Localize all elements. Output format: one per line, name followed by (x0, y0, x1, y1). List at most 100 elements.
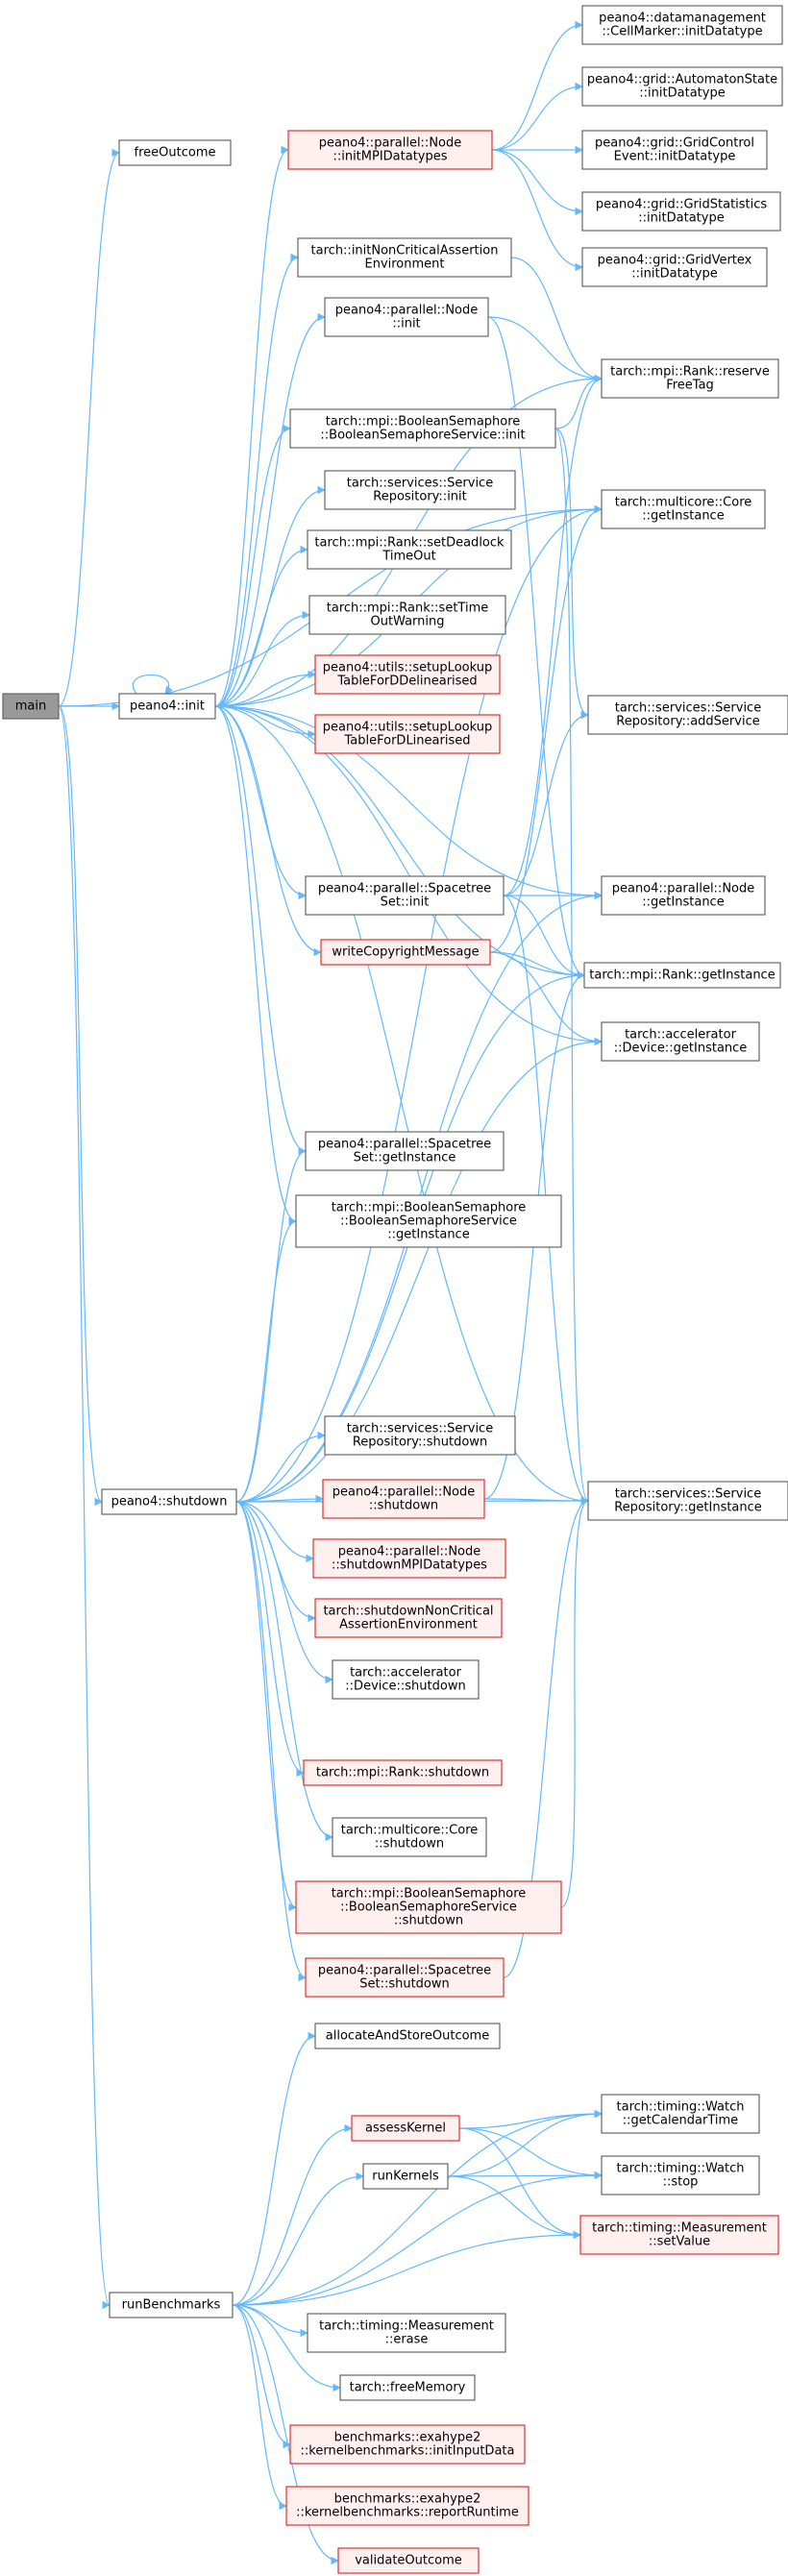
node-grid-statistics-init-datatype[interactable]: peano4::grid::GridStatistics::initDataty… (581, 191, 781, 232)
node-peano4-init[interactable]: peano4::init (118, 693, 216, 720)
node-node-get-instance[interactable]: peano4::parallel::Node::getInstance (601, 875, 766, 916)
call-edge-run-benchmarks-to-init-input-data (232, 2304, 291, 2449)
node-bool-sem-shutdown[interactable]: tarch::mpi::BooleanSemaphore::BooleanSem… (295, 1880, 562, 1934)
node-label-line: tarch::services::Service (347, 1422, 493, 1436)
node-box (601, 2094, 760, 2134)
node-bool-sem-init[interactable]: tarch::mpi::BooleanSemaphore::BooleanSem… (289, 408, 556, 449)
call-edge-run-benchmarks-to-free-memory (232, 2304, 341, 2392)
node-write-copyright-message[interactable]: writeCopyrightMessage (320, 939, 491, 966)
node-init-input-data[interactable]: benchmarks::exahype2::kernelbenchmarks::… (289, 2424, 526, 2465)
node-label-line: ::getCalendarTime (623, 2114, 738, 2128)
node-box (581, 130, 768, 170)
call-edge-bool-sem-shutdown-to-service-repo-get-instance (560, 1496, 589, 1908)
node-label-line: freeOutcome (135, 146, 216, 160)
node-measurement-set-value[interactable]: tarch::timing::Measurement::setValue (579, 2215, 779, 2255)
node-label-line: ::initMPIDatatypes (332, 150, 447, 164)
node-core-get-instance[interactable]: tarch::multicore::Core::getInstance (601, 489, 766, 529)
node-grid-control-event-init-datatype[interactable]: peano4::grid::GridControlEvent::initData… (581, 130, 768, 170)
node-box (581, 247, 768, 287)
node-service-repo-get-instance[interactable]: tarch::services::ServiceRepository::getI… (587, 1481, 788, 1521)
node-box (305, 1131, 505, 1171)
node-label-line: tarch::timing::Watch (617, 2100, 745, 2115)
call-edge-peano4-init-to-write-copyright-message (214, 705, 322, 957)
node-watch-get-calendar-time[interactable]: tarch::timing::Watch::getCalendarTime (601, 2094, 760, 2134)
call-edge-run-benchmarks-to-measurement-set-value (232, 2230, 581, 2306)
node-node-shutdown-mpidatatypes[interactable]: peano4::parallel::Node::shutdownMPIDatat… (312, 1538, 506, 1579)
node-device-get-instance[interactable]: tarch::accelerator::Device::getInstance (601, 1021, 760, 1062)
node-label-line: tarch::mpi::Rank::reserve (610, 365, 770, 380)
node-setup-lookup-table-linearised[interactable]: peano4::utils::setupLookupTableForDLinea… (314, 714, 501, 754)
node-assess-kernel[interactable]: assessKernel (351, 2115, 460, 2142)
node-shutdown-non-critical-assertion-env[interactable]: tarch::shutdownNonCriticalAssertionEnvir… (314, 1598, 503, 1638)
call-edge-peano4-shutdown-to-device-get-instance (235, 1037, 603, 1503)
node-label-line: Event::initDatatype (614, 150, 736, 164)
node-label-line: validateOutcome (355, 2554, 462, 2568)
node-bool-sem-get-instance[interactable]: tarch::mpi::BooleanSemaphore::BooleanSem… (295, 1194, 562, 1248)
node-free-outcome[interactable]: freeOutcome (118, 139, 232, 166)
nodes-layer: main freeOutcomepeano4::initpeano4::shutd… (2, 5, 788, 2574)
node-label-line: runKernels (372, 2170, 439, 2184)
node-device-shutdown[interactable]: tarch::accelerator::Device::shutdown (332, 1659, 480, 1700)
node-label-line: tarch::mpi::Rank::getInstance (589, 969, 775, 983)
node-peano4-shutdown[interactable]: peano4::shutdown (101, 1488, 237, 1515)
node-label-line: ::initDatatype (638, 211, 724, 226)
node-label-line: tarch::mpi::BooleanSemaphore (332, 1201, 527, 1215)
node-automaton-state-init-datatype[interactable]: peano4::grid::AutomatonState::initDataty… (581, 66, 783, 107)
node-measurement-erase[interactable]: tarch::timing::Measurement::erase (307, 2313, 506, 2353)
node-label-line: tarch::mpi::Rank::shutdown (316, 1766, 489, 1780)
node-node-shutdown[interactable]: peano4::parallel::Node::shutdown (322, 1479, 485, 1519)
node-label-line: tarch::accelerator (350, 1666, 462, 1681)
node-setup-lookup-table-delinearised[interactable]: peano4::utils::setupLookupTableForDDelin… (314, 654, 501, 695)
node-box (339, 2374, 476, 2401)
node-box (303, 1759, 503, 1786)
node-label-line: peano4::parallel::Spacetree (318, 1964, 491, 1978)
node-label-line: Environment (364, 258, 444, 272)
node-cell-marker-init-datatype[interactable]: peano4::datamanagement::CellMarker::init… (581, 5, 783, 45)
node-watch-stop[interactable]: tarch::timing::Watch::stop (601, 2155, 760, 2196)
node-label-line: ::getInstance (642, 895, 724, 910)
node-init-non-critical-assertion-env[interactable]: tarch::initNonCriticalAssertionEnvironme… (297, 237, 512, 278)
node-rank-shutdown[interactable]: tarch::mpi::Rank::shutdown (303, 1759, 503, 1786)
call-edge-assess-kernel-to-watch-get-calendar-time (458, 2109, 603, 2129)
node-core-shutdown[interactable]: tarch::multicore::Core::shutdown (332, 1817, 487, 1857)
node-report-runtime[interactable]: benchmarks::exahype2::kernelbenchmarks::… (285, 2486, 529, 2526)
node-service-repo-shutdown[interactable]: tarch::services::ServiceRepository::shut… (324, 1415, 516, 1456)
node-label-line: peano4::parallel::Node (332, 1485, 476, 1500)
node-box (314, 2023, 501, 2049)
node-validate-outcome[interactable]: validateOutcome (337, 2547, 480, 2574)
node-grid-vertex-init-datatype[interactable]: peano4::grid::GridVertex::initDatatype (581, 247, 768, 287)
node-box (289, 2424, 526, 2465)
node-box (289, 408, 556, 449)
call-edge-assess-kernel-to-watch-stop (458, 2127, 603, 2180)
node-rank-get-instance[interactable]: tarch::mpi::Rank::getInstance (583, 962, 781, 989)
call-edge-spacetree-set-init-to-rank-reserve-free-tag (503, 374, 603, 896)
node-run-kernels[interactable]: runKernels (362, 2163, 449, 2190)
node-label-line: Set::init (381, 895, 430, 910)
node-node-init-mpidatatypes[interactable]: peano4::parallel::Node::initMPIDatatypes (287, 130, 493, 170)
node-box (587, 1481, 788, 1521)
node-free-memory[interactable]: tarch::freeMemory (339, 2374, 476, 2401)
node-spacetree-set-get-instance[interactable]: peano4::parallel::SpacetreeSet::getInsta… (305, 1131, 505, 1171)
call-edge-assess-kernel-to-measurement-set-value (458, 2127, 581, 2240)
node-run-benchmarks[interactable]: runBenchmarks (109, 2292, 234, 2318)
call-edge-run-benchmarks-to-assess-kernel (232, 2123, 353, 2306)
node-box (305, 1957, 505, 1998)
node-node-init[interactable]: peano4::parallel::Node::init (324, 297, 489, 337)
node-label-line: tarch::services::Service (615, 1487, 761, 1502)
call-edge-peano4-init-to-spacetree-set-get-instance (214, 705, 307, 1156)
node-service-repo-add-service[interactable]: tarch::services::ServiceRepository::addS… (587, 695, 788, 735)
node-allocate-and-store-outcome[interactable]: allocateAndStoreOutcome (314, 2023, 501, 2049)
node-box (314, 714, 501, 754)
node-main[interactable]: main (2, 693, 60, 720)
node-label-line: OutWarning (370, 615, 444, 629)
node-label-line: peano4::datamanagement (599, 12, 766, 26)
node-box (601, 2155, 760, 2196)
node-label-line: allocateAndStoreOutcome (326, 2029, 489, 2044)
call-edge-peano4-init-to-device-get-instance (214, 705, 603, 1046)
